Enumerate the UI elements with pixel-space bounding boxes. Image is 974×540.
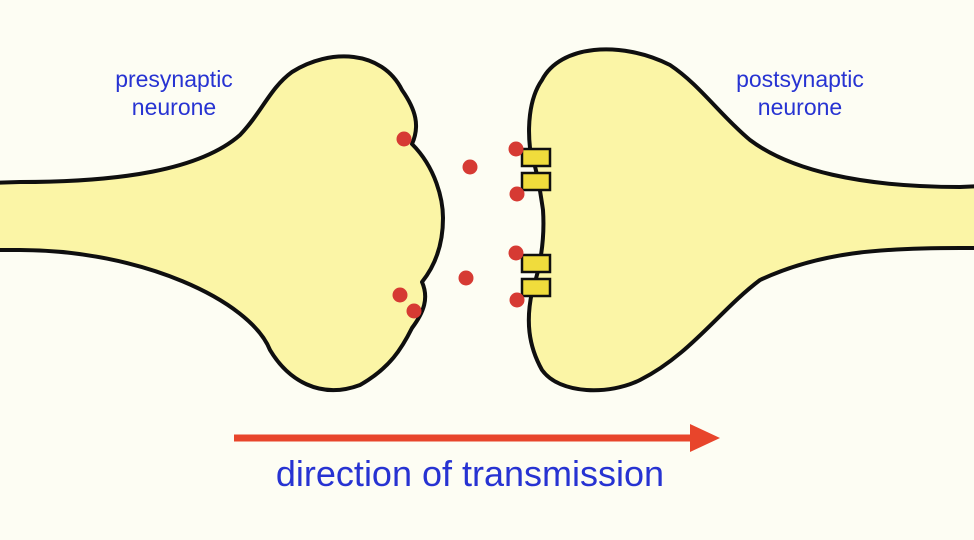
direction-arrow-head bbox=[690, 424, 720, 452]
neurotransmitter bbox=[396, 131, 412, 147]
presynaptic-label: presynaptic neurone bbox=[115, 66, 233, 120]
receptor bbox=[520, 171, 552, 192]
neurotransmitter bbox=[509, 186, 525, 202]
postsynaptic-label: postsynaptic neurone bbox=[736, 66, 864, 120]
presynaptic-neurone-shape bbox=[0, 54, 445, 392]
direction-label: direction of transmission bbox=[275, 453, 665, 494]
neurotransmitter bbox=[509, 292, 525, 308]
neurotransmitter bbox=[508, 141, 524, 157]
neurotransmitter bbox=[406, 303, 422, 319]
receptor bbox=[520, 253, 552, 274]
neurotransmitter bbox=[508, 245, 524, 261]
receptor bbox=[520, 277, 552, 298]
neurotransmitter bbox=[462, 159, 478, 175]
postsynaptic-neurone-shape bbox=[526, 47, 974, 393]
receptor bbox=[520, 147, 552, 168]
neurotransmitter bbox=[392, 287, 408, 303]
neurotransmitter bbox=[458, 270, 474, 286]
